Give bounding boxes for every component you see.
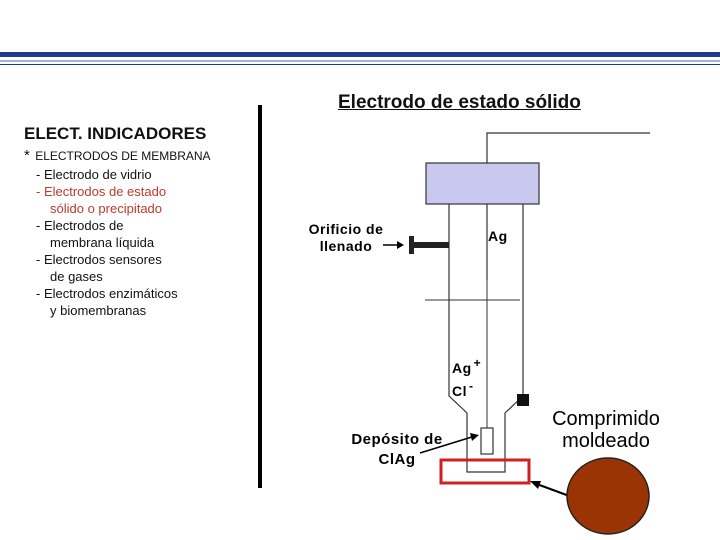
panel-subtitle: * ELECTRODOS DE MEMBRANA <box>24 148 259 164</box>
list-item-line: - Electrodos sensores <box>36 252 162 267</box>
list-item-line: - Electrodo de vidrio <box>36 167 152 182</box>
label-ag-ion-text: Ag <box>452 360 472 376</box>
arrow-deposito <box>419 435 476 454</box>
label-orificio: Orificio de llenado <box>296 221 396 255</box>
arrow-orificio-head <box>397 241 404 249</box>
vertical-divider <box>258 105 262 488</box>
filling-plug <box>409 236 414 254</box>
list-item-line: membrana líquida <box>50 235 155 250</box>
bullet-star: * <box>24 147 30 164</box>
list-item: - Electrodos enzimáticos y biomembranas <box>24 285 259 319</box>
arrow-deposito-head <box>470 433 479 441</box>
wire <box>486 132 650 280</box>
label-cl-ion: Cl- <box>452 379 474 399</box>
label-ag-ion: Ag+ <box>452 356 481 376</box>
label-orificio-line1: Orificio de <box>308 221 384 237</box>
header-bar-dark <box>0 52 720 57</box>
arrow-pellet-head <box>530 481 541 489</box>
list-item-line: - Electrodos enzimáticos <box>36 286 178 301</box>
membrane-highlight-box <box>439 458 531 485</box>
label-orificio-line2: llenado <box>319 238 373 254</box>
diagram-title: Electrodo de estado sólido <box>338 92 581 113</box>
label-deposito-line1: Depósito de <box>351 431 443 448</box>
label-cl-ion-text: Cl <box>452 383 467 399</box>
label-comprimido-line1: Comprimido <box>552 408 660 430</box>
header-bar-light <box>0 60 720 62</box>
label-comprimido: Comprimido moldeado <box>532 408 680 452</box>
agcl-deposit <box>480 427 494 455</box>
list-item: - Electrodos de membrana líquida <box>24 217 259 251</box>
subtitle-text: ELECTRODOS DE MEMBRANA <box>35 149 211 163</box>
label-cl-charge: - <box>469 379 474 393</box>
list-item: - Electrodo de vidrio <box>24 166 259 183</box>
label-ag-charge: + <box>473 356 482 370</box>
label-comprimido-line2: moldeado <box>562 430 650 452</box>
item-list: - Electrodo de vidrio - Electrodos de es… <box>24 166 259 319</box>
list-item-highlighted: - Electrodos de estado sólido o precipit… <box>24 183 259 217</box>
list-item-line: - Electrodos de estado <box>36 184 167 199</box>
label-deposito-line2: ClAg <box>378 451 416 468</box>
filling-plug-stem <box>413 242 449 248</box>
list-item-line: y biomembranas <box>50 303 147 318</box>
panel-title: ELECT. INDICADORES <box>24 124 207 143</box>
list-item-line: de gases <box>50 269 103 284</box>
list-item-line: sólido o precipitado <box>50 201 163 216</box>
list-item: - Electrodos sensores de gases <box>24 251 259 285</box>
pressed-pellet <box>566 457 650 535</box>
label-deposito: Depósito de ClAg <box>338 430 456 470</box>
label-ag: Ag <box>488 228 508 244</box>
small-marker <box>517 394 529 406</box>
electrode-cap <box>425 162 540 205</box>
list-item-line: - Electrodos de <box>36 218 124 233</box>
left-panel: ELECT. INDICADORES * ELECTRODOS DE MEMBR… <box>24 124 259 319</box>
header-bar-thin <box>0 64 720 65</box>
arrow-pellet <box>533 482 573 498</box>
